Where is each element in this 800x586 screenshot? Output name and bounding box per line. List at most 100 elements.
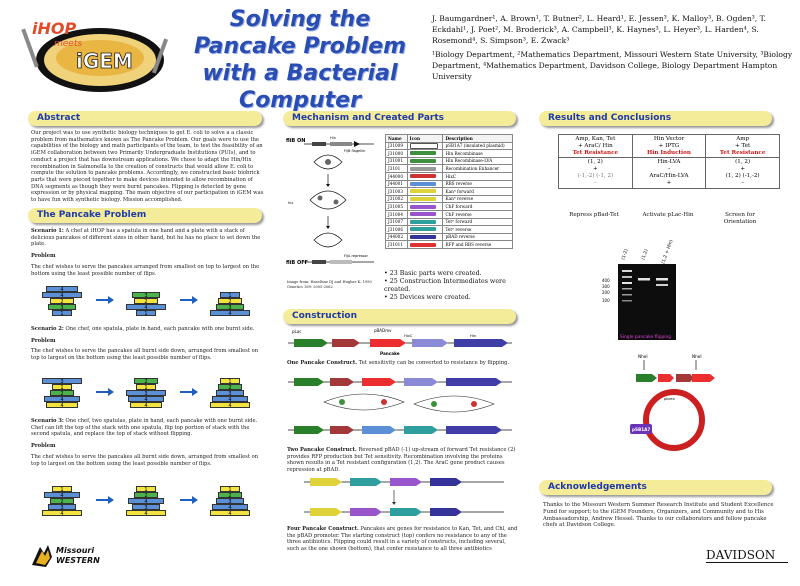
cell-mid: + IPTG [658,142,680,149]
pancake: 1 [52,310,72,317]
list-item: • 25 Devices were created. [384,294,471,301]
list-item: • 23 Basic parts were created. [384,270,482,277]
plasmid-label: pSB1A7 [632,427,650,432]
part-description: ChF reverse [442,209,513,219]
part-description: Hin Recombinase-LVA [442,156,513,166]
part-glyph-icon [409,235,436,240]
table-cell: Hin Vector + IPTG Hin Induction [631,133,707,159]
construct-label: HixC [404,334,413,338]
part-name: J31000 [385,149,408,158]
cell-top: Amp, Kan, Tet [575,136,616,142]
part-name: J31011 [385,240,408,249]
result-caption: Screen for Orientation [723,212,757,225]
one-pancake-desc: Tet sensitivity can be converted to resi… [358,360,510,366]
four-pancake-label: Four Pancake Construct. [287,526,359,532]
problem-1-text: The chef wishes to serve the pancakes ar… [31,263,260,277]
one-pancake-label: One Pancake Construct. [287,360,358,366]
pancake: 2 [134,492,158,499]
pancake: 1 [52,486,72,493]
construction-heading: Construction [283,309,516,324]
part-icon-cell [406,141,444,151]
hin-inversion-diagram: fliB ON Hin FljB flagellin hix fliB OFF … [286,136,374,266]
part-glyph-icon [409,166,436,171]
construct-label: Hin [470,334,476,338]
two-pancake-desc: Reversed pBAD (-1) up-stream of forward … [287,447,516,474]
scenario-3-label: Scenario 3: [31,418,64,424]
scenario-1-text: A chef at iHOP has a spatula in one hand… [31,228,261,248]
table-cell: Amp, Kan, Tet + AraC/ Hin Tet Resistance [558,133,633,159]
diagram-label-fljb-off: fliB OFF [286,260,308,266]
pancake: 4 [44,396,80,403]
part-description: pSB1A7 (insulated plasmid) [442,141,513,151]
part-name: J31005 [385,202,408,211]
pancake: 2 [50,298,74,305]
cell-r2: AraC/Hin-LVA [649,172,689,179]
four-pancake-text: Four Pancake Construct. Pancakes are gen… [287,526,519,555]
diagram-label-hix: hix [288,201,293,205]
scenario-1: Scenario 1: A chef at iHOP has a spatula… [31,228,266,279]
scenario-3: Scenario 3: One chef, two spatulas, plat… [31,418,266,469]
scenario-2-text: One chef, one spatula, plate in hand, ea… [65,326,255,332]
pancake: 1 [220,486,240,493]
abstract-text: Our project was to use synthetic biology… [31,130,264,204]
construct-label: pBADrev [374,328,392,333]
table-header-row: Name Icon Description [385,134,513,143]
right-arrow-icon [96,388,114,396]
part-glyph-icon [409,189,436,194]
pancake: 4 [210,402,250,409]
part-name: J31004 [385,209,408,219]
part-name: J31002 [385,194,408,204]
ihop-meets-igem-logo: iHOP meets iGEM [21,19,168,92]
pancake: 4 [128,498,164,505]
four-pancake-construct-diagram [304,478,504,516]
cell-r2: (-1,-2) (-1, 2) [577,172,614,179]
pancake: 1 [52,384,72,391]
pancake-stack: 1 2 3 4 [208,288,252,317]
pancake: 4 [46,286,78,293]
cell-top: Amp [736,136,750,142]
plasmid-map: NheI NheI pbrev pSB1A7 [630,354,715,451]
part-description: RBS reverse [442,179,513,189]
problem-2-text: The chef wishes to serve the pancakes al… [31,348,259,362]
part-icon-cell [406,149,444,158]
right-arrow-icon [180,388,198,396]
stack-row-1: 4 4 2 3 1 3 2 4 1 1 2 3 4 [40,282,265,317]
mwsu-griffon-icon [32,545,52,567]
two-pancake-text: Two Pancake Construct. Reversed pBAD (-1… [287,447,519,476]
part-glyph-icon [409,151,436,156]
table-cell: Hin-LVA – AraC/Hin-LVA + [631,157,707,189]
pancake: 3 [126,390,166,397]
problem-3-label: Problem [31,443,56,450]
construct-label: Pancake [380,351,400,356]
column-header: Name [385,134,408,143]
pancake: 3 [216,498,244,505]
cell-r2: (1, 2) (-1,-2) [725,172,760,179]
part-description: ChF forward [442,202,513,211]
pancake: 4 [212,504,248,511]
part-glyph-icon [409,242,436,247]
part-icon-cell [406,232,444,242]
cell-mid: + Tet [734,142,751,149]
pancake-stack: 1 2 3 4 4 [208,374,252,409]
part-glyph-icon [409,197,436,202]
results-heading: Results and Conclusions [539,111,772,126]
pancake: 4 [42,510,82,517]
right-arrow-icon [96,496,114,504]
logo-igem-text: iGEM [76,49,133,73]
pancake: 2 [50,390,74,397]
part-description: Tetᴿ forward [442,217,513,227]
pancake: 2 [134,378,158,385]
part-glyph-icon [409,142,438,149]
result-caption: Activate pLac-Hin [642,212,694,218]
pancake: 4 [42,292,82,299]
pancake: 3 [216,304,244,311]
scenario-2: Scenario 2: One chef, one spatula, plate… [31,326,266,364]
one-pancake-construct-diagram: pLac pBADrev HixC Hin Pancake [288,328,512,356]
